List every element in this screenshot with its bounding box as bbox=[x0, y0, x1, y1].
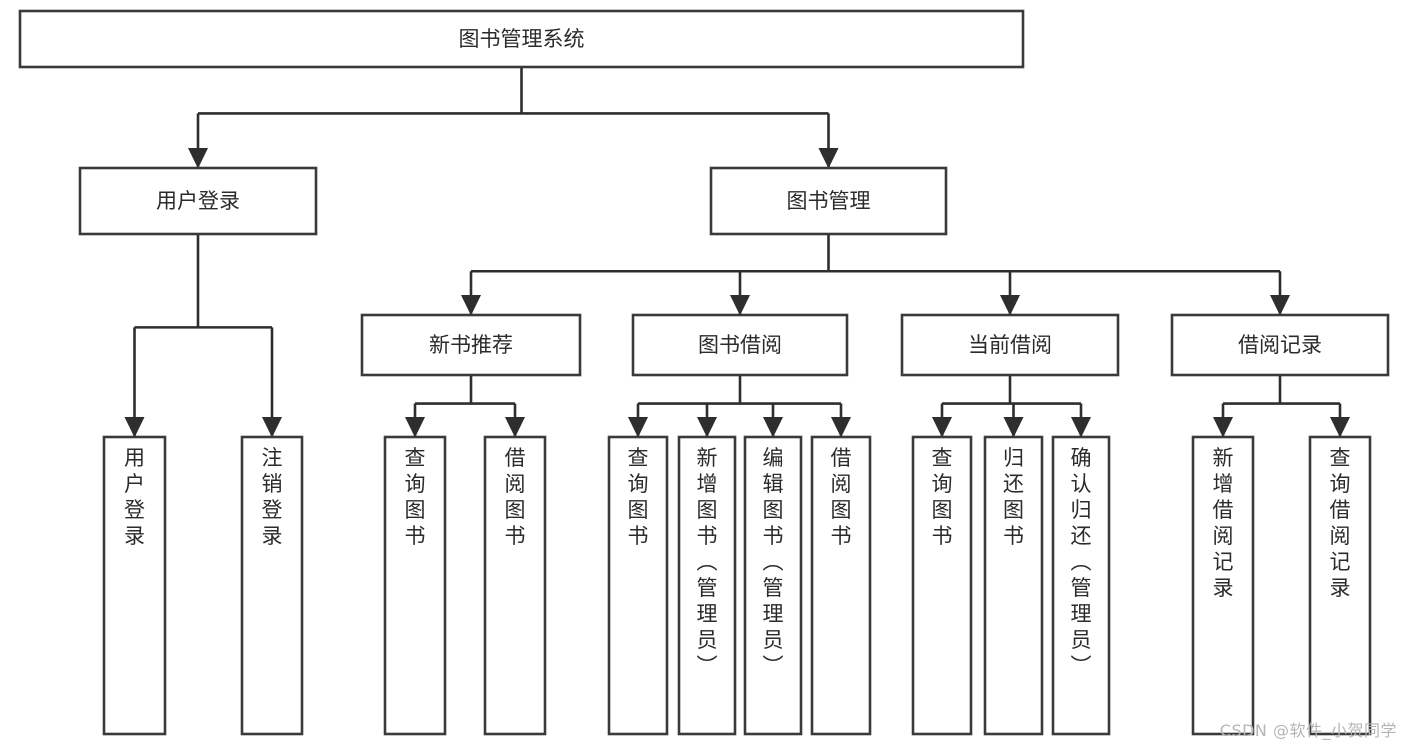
node-leaf_logout[interactable]: 注销登录 bbox=[240, 435, 304, 736]
node-label-new_book_rec: 新书推荐 bbox=[429, 333, 513, 357]
node-leaf_borrow_book_1[interactable]: 借阅图书 bbox=[483, 435, 547, 736]
node-box-leaf_logout[interactable] bbox=[240, 435, 304, 736]
node-leaf_add_record[interactable]: 新增借阅记录 bbox=[1191, 435, 1255, 736]
node-label-leaf_add_book: 新增图书︵管理员︶ bbox=[697, 446, 718, 678]
node-label-leaf_add_record: 新增借阅记录 bbox=[1213, 446, 1234, 600]
node-label-root: 图书管理系统 bbox=[459, 27, 585, 51]
node-box-leaf_query_book_2[interactable] bbox=[607, 435, 669, 736]
node-box-leaf_edit_book[interactable] bbox=[743, 435, 803, 736]
node-label-leaf_query_record: 查询借阅记录 bbox=[1330, 446, 1351, 600]
node-box-leaf_add_record[interactable] bbox=[1191, 435, 1255, 736]
node-current_borrow[interactable]: 当前借阅 bbox=[900, 313, 1120, 377]
node-box-leaf_query_book_1[interactable] bbox=[383, 435, 447, 736]
node-label-leaf_borrow_book_2: 借阅图书 bbox=[831, 446, 852, 548]
node-leaf_query_record[interactable]: 查询借阅记录 bbox=[1308, 435, 1372, 736]
node-label-borrow_record: 借阅记录 bbox=[1238, 333, 1322, 357]
node-new_book_rec[interactable]: 新书推荐 bbox=[360, 313, 582, 377]
node-box-borrow_record[interactable] bbox=[1170, 313, 1390, 377]
node-label-leaf_user_login: 用户登录 bbox=[124, 446, 145, 548]
node-leaf_confirm_return[interactable]: 确认归还︵管理员︶ bbox=[1051, 435, 1111, 736]
node-label-book_borrow: 图书借阅 bbox=[698, 333, 782, 357]
node-label-leaf_borrow_book_1: 借阅图书 bbox=[505, 446, 526, 548]
node-borrow_record[interactable]: 借阅记录 bbox=[1170, 313, 1390, 377]
node-label-book_mgmt: 图书管理 bbox=[787, 189, 871, 213]
node-leaf_return_book[interactable]: 归还图书 bbox=[983, 435, 1044, 736]
node-box-book_mgmt[interactable] bbox=[709, 166, 948, 236]
node-box-leaf_return_book[interactable] bbox=[983, 435, 1044, 736]
node-box-leaf_add_book[interactable] bbox=[677, 435, 737, 736]
node-leaf_user_login[interactable]: 用户登录 bbox=[102, 435, 167, 736]
node-label-user_login: 用户登录 bbox=[156, 189, 240, 213]
node-book_mgmt[interactable]: 图书管理 bbox=[709, 166, 948, 236]
node-box-root[interactable] bbox=[18, 9, 1025, 69]
node-leaf_borrow_book_2[interactable]: 借阅图书 bbox=[810, 435, 872, 736]
node-book_borrow[interactable]: 图书借阅 bbox=[631, 313, 849, 377]
node-label-leaf_query_book_3: 查询图书 bbox=[932, 446, 953, 548]
node-box-new_book_rec[interactable] bbox=[360, 313, 582, 377]
node-leaf_query_book_3[interactable]: 查询图书 bbox=[911, 435, 973, 736]
node-box-leaf_borrow_book_2[interactable] bbox=[810, 435, 872, 736]
node-label-leaf_edit_book: 编辑图书︵管理员︶ bbox=[763, 446, 784, 678]
node-leaf_add_book[interactable]: 新增图书︵管理员︶ bbox=[677, 435, 737, 736]
node-leaf_query_book_1[interactable]: 查询图书 bbox=[383, 435, 447, 736]
node-user_login[interactable]: 用户登录 bbox=[78, 166, 318, 236]
node-box-user_login[interactable] bbox=[78, 166, 318, 236]
node-label-current_borrow: 当前借阅 bbox=[968, 333, 1052, 357]
node-box-current_borrow[interactable] bbox=[900, 313, 1120, 377]
node-box-leaf_user_login[interactable] bbox=[102, 435, 167, 736]
node-label-leaf_query_book_1: 查询图书 bbox=[405, 446, 426, 548]
node-label-leaf_confirm_return: 确认归还︵管理员︶ bbox=[1071, 446, 1092, 678]
nodes-layer: 图书管理系统用户登录图书管理新书推荐图书借阅当前借阅借阅记录用户登录注销登录查询… bbox=[18, 9, 1390, 736]
node-label-leaf_query_book_2: 查询图书 bbox=[628, 446, 649, 548]
csdn-watermark: CSDN @软件_小贺同学 bbox=[1219, 721, 1397, 740]
edges-layer bbox=[124, 67, 1351, 438]
node-box-leaf_borrow_book_1[interactable] bbox=[483, 435, 547, 736]
node-label-leaf_logout: 注销登录 bbox=[262, 446, 283, 548]
node-root[interactable]: 图书管理系统 bbox=[18, 9, 1025, 69]
node-box-leaf_query_record[interactable] bbox=[1308, 435, 1372, 736]
node-leaf_edit_book[interactable]: 编辑图书︵管理员︶ bbox=[743, 435, 803, 736]
node-box-leaf_query_book_3[interactable] bbox=[911, 435, 973, 736]
node-leaf_query_book_2[interactable]: 查询图书 bbox=[607, 435, 669, 736]
node-label-leaf_return_book: 归还图书 bbox=[1003, 446, 1024, 548]
node-box-book_borrow[interactable] bbox=[631, 313, 849, 377]
node-box-leaf_confirm_return[interactable] bbox=[1051, 435, 1111, 736]
